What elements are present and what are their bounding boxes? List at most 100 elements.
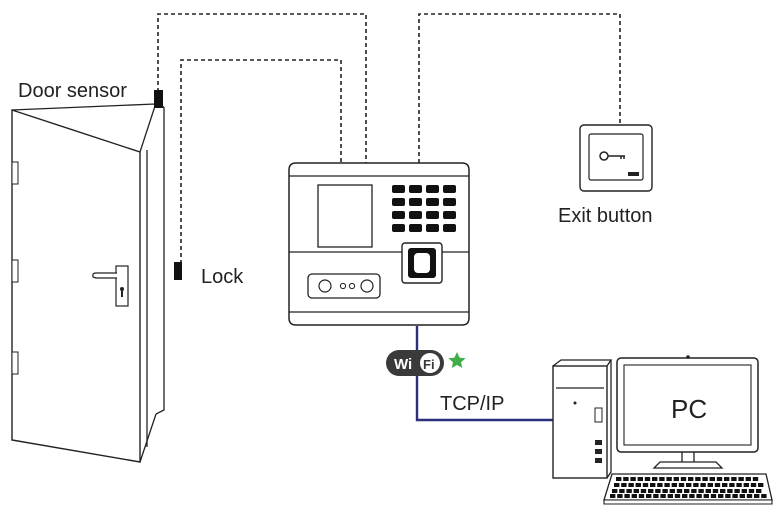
keyboard-key xyxy=(705,489,711,493)
keyboard-key xyxy=(707,483,713,487)
door-handle xyxy=(92,272,117,279)
keyboard-key xyxy=(689,494,695,498)
keyboard-key xyxy=(680,477,687,481)
star-icon xyxy=(448,352,466,368)
keyboard-key xyxy=(693,483,699,487)
keypad-key xyxy=(392,185,405,193)
door-sensor-wire xyxy=(157,13,367,163)
keypad-key xyxy=(426,198,439,206)
keypad-key xyxy=(392,198,405,206)
keyboard-key xyxy=(626,489,632,493)
lock-device xyxy=(174,262,182,280)
keyboard-key xyxy=(635,483,641,487)
keyboard-key xyxy=(614,483,620,487)
keyboard-key xyxy=(678,483,685,487)
keyboard-key xyxy=(624,494,630,498)
keypad-key xyxy=(409,211,422,219)
hinge xyxy=(11,351,19,375)
keypad-key xyxy=(392,211,405,219)
keyboard-key xyxy=(612,489,618,493)
keyboard-key xyxy=(714,483,721,487)
keyboard-key xyxy=(739,494,745,498)
keyboard-key xyxy=(674,494,681,498)
keyboard-key xyxy=(659,477,665,481)
pc-monitor xyxy=(616,355,759,469)
keypad-key xyxy=(392,224,405,232)
door xyxy=(11,90,182,463)
keyboard-key xyxy=(738,477,744,481)
svg-text:Wi: Wi xyxy=(394,356,412,373)
keypad-key xyxy=(409,185,422,193)
keyboard-key xyxy=(686,483,692,487)
door-sensor-label: Door sensor xyxy=(18,80,127,102)
keyboard-key xyxy=(754,494,760,498)
keyboard-key xyxy=(716,477,723,481)
keyboard-key xyxy=(666,477,672,481)
keyboard-key xyxy=(748,489,755,493)
keyboard-key xyxy=(617,494,623,498)
keypad-key xyxy=(426,224,439,232)
keyboard-key xyxy=(610,494,616,498)
keyboard-key xyxy=(638,494,645,498)
keyboard-key xyxy=(688,477,694,481)
keyboard-key xyxy=(750,483,757,487)
keyboard-key xyxy=(691,489,697,493)
keyboard-key xyxy=(644,477,651,481)
keypad-key xyxy=(426,211,439,219)
keyboard-key xyxy=(756,489,762,493)
keyboard-key xyxy=(653,494,659,498)
keyboard-key xyxy=(729,483,735,487)
keypad-key xyxy=(443,211,456,219)
keypad-key xyxy=(443,198,456,206)
exit-button-label: Exit button xyxy=(558,205,653,227)
pc-tower xyxy=(552,359,613,479)
door-handle-plate xyxy=(115,265,129,307)
tcp-ip-label: TCP/IP xyxy=(440,393,504,415)
terminal-screen xyxy=(317,184,373,248)
keyboard-key xyxy=(655,489,661,493)
pc-label: PC xyxy=(671,394,707,424)
lock-label: Lock xyxy=(201,266,244,288)
keyboard-key xyxy=(743,483,749,487)
keyboard-key xyxy=(758,483,764,487)
keyboard-key xyxy=(616,477,622,481)
keyboard-key xyxy=(671,483,677,487)
keyboard-key xyxy=(703,494,709,498)
keyboard-key xyxy=(682,494,688,498)
keyboard-key xyxy=(718,494,724,498)
exit-button-device xyxy=(579,124,653,192)
keyboard-key xyxy=(628,483,634,487)
keyboard-key xyxy=(710,494,717,498)
keyboard-key xyxy=(745,477,751,481)
keyboard-key xyxy=(652,477,658,481)
keyboard-key xyxy=(709,477,715,481)
keyboard-key xyxy=(648,489,654,493)
terminal-keypad xyxy=(392,185,456,232)
keyboard-key xyxy=(630,477,636,481)
keyboard-key xyxy=(640,489,647,493)
door-sensor-device xyxy=(154,90,163,108)
keyboard-key xyxy=(734,489,740,493)
wiring xyxy=(157,13,621,264)
keypad-key xyxy=(426,185,439,193)
keyboard-key xyxy=(727,489,733,493)
keyboard-key xyxy=(698,489,704,493)
keyboard-key xyxy=(761,494,767,498)
keypad-key xyxy=(443,224,456,232)
hinge xyxy=(11,161,19,185)
keypad-key xyxy=(409,198,422,206)
keyboard-key xyxy=(731,477,737,481)
keyboard-key xyxy=(752,477,759,481)
keyboard-key xyxy=(673,477,679,481)
keyboard-key xyxy=(669,489,675,493)
key-icon xyxy=(599,151,625,161)
keyboard-key xyxy=(637,477,643,481)
keyboard-key xyxy=(623,477,629,481)
keyboard-key xyxy=(720,489,726,493)
pc-keyboard xyxy=(603,473,773,505)
keyboard-key xyxy=(725,494,731,498)
hinge xyxy=(11,259,19,283)
keyboard-key xyxy=(660,494,666,498)
keyboard-key xyxy=(712,489,719,493)
